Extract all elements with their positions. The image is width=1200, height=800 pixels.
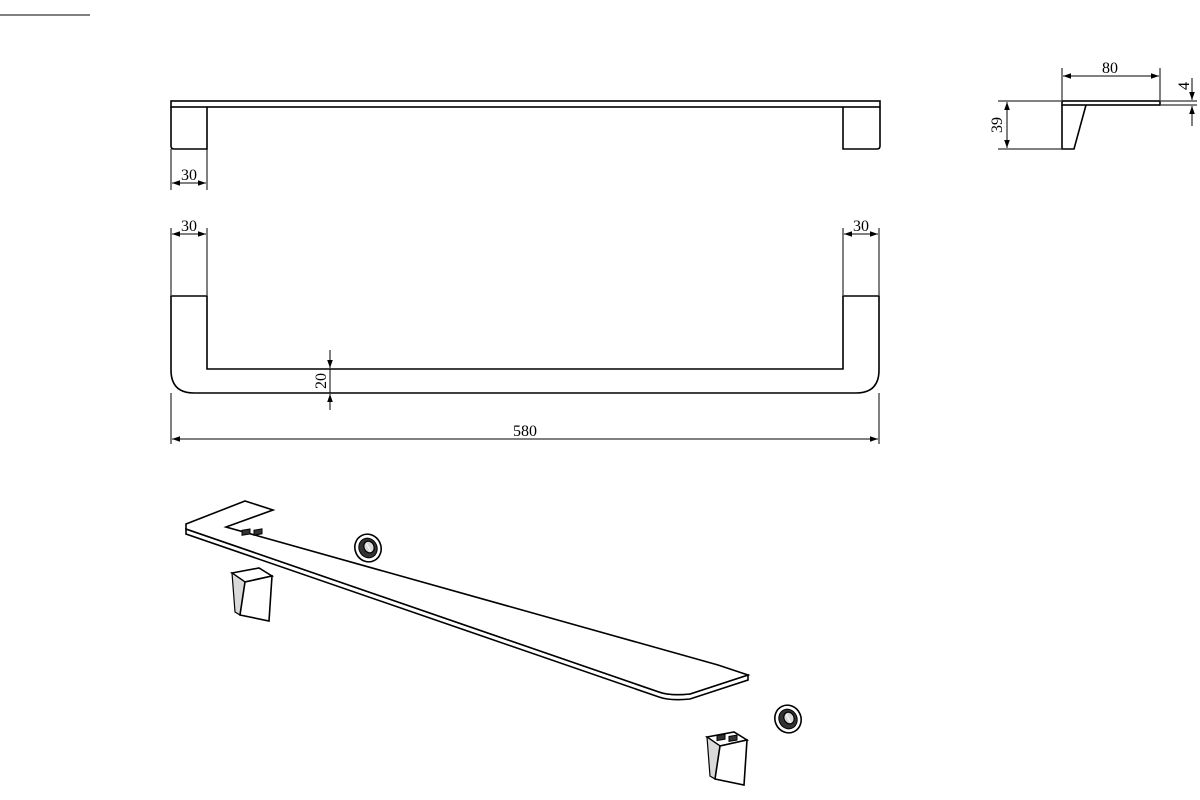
top-view-left-foot [170,107,208,150]
dim-front-right-width: 30 [853,218,869,235]
side-view-foot [1061,104,1087,150]
side-view: 80 39 4 [989,60,1197,150]
mounting-block-left [229,528,275,622]
dim-top-foot-width: 30 [181,167,197,184]
dim-overall-length: 580 [513,423,537,440]
mounting-block-right [704,731,750,786]
exploded-view [185,500,802,786]
dim-side-height: 39 [989,117,1006,133]
front-view: 30 30 20 580 [170,218,880,444]
wall-anchor-left [354,533,382,563]
side-view-bar [1061,100,1161,106]
top-view-bar [170,100,881,108]
top-view-right-foot [842,107,881,150]
front-view-bar-outline [170,295,880,394]
dim-bar-thickness: 20 [313,373,330,389]
top-view: 30 [170,100,881,190]
wall-anchor-right [774,704,802,734]
dim-side-bar-thickness: 4 [1176,82,1193,90]
dim-side-depth: 80 [1102,60,1118,77]
iso-bar-top [185,500,751,696]
dim-front-left-width: 30 [181,218,197,235]
